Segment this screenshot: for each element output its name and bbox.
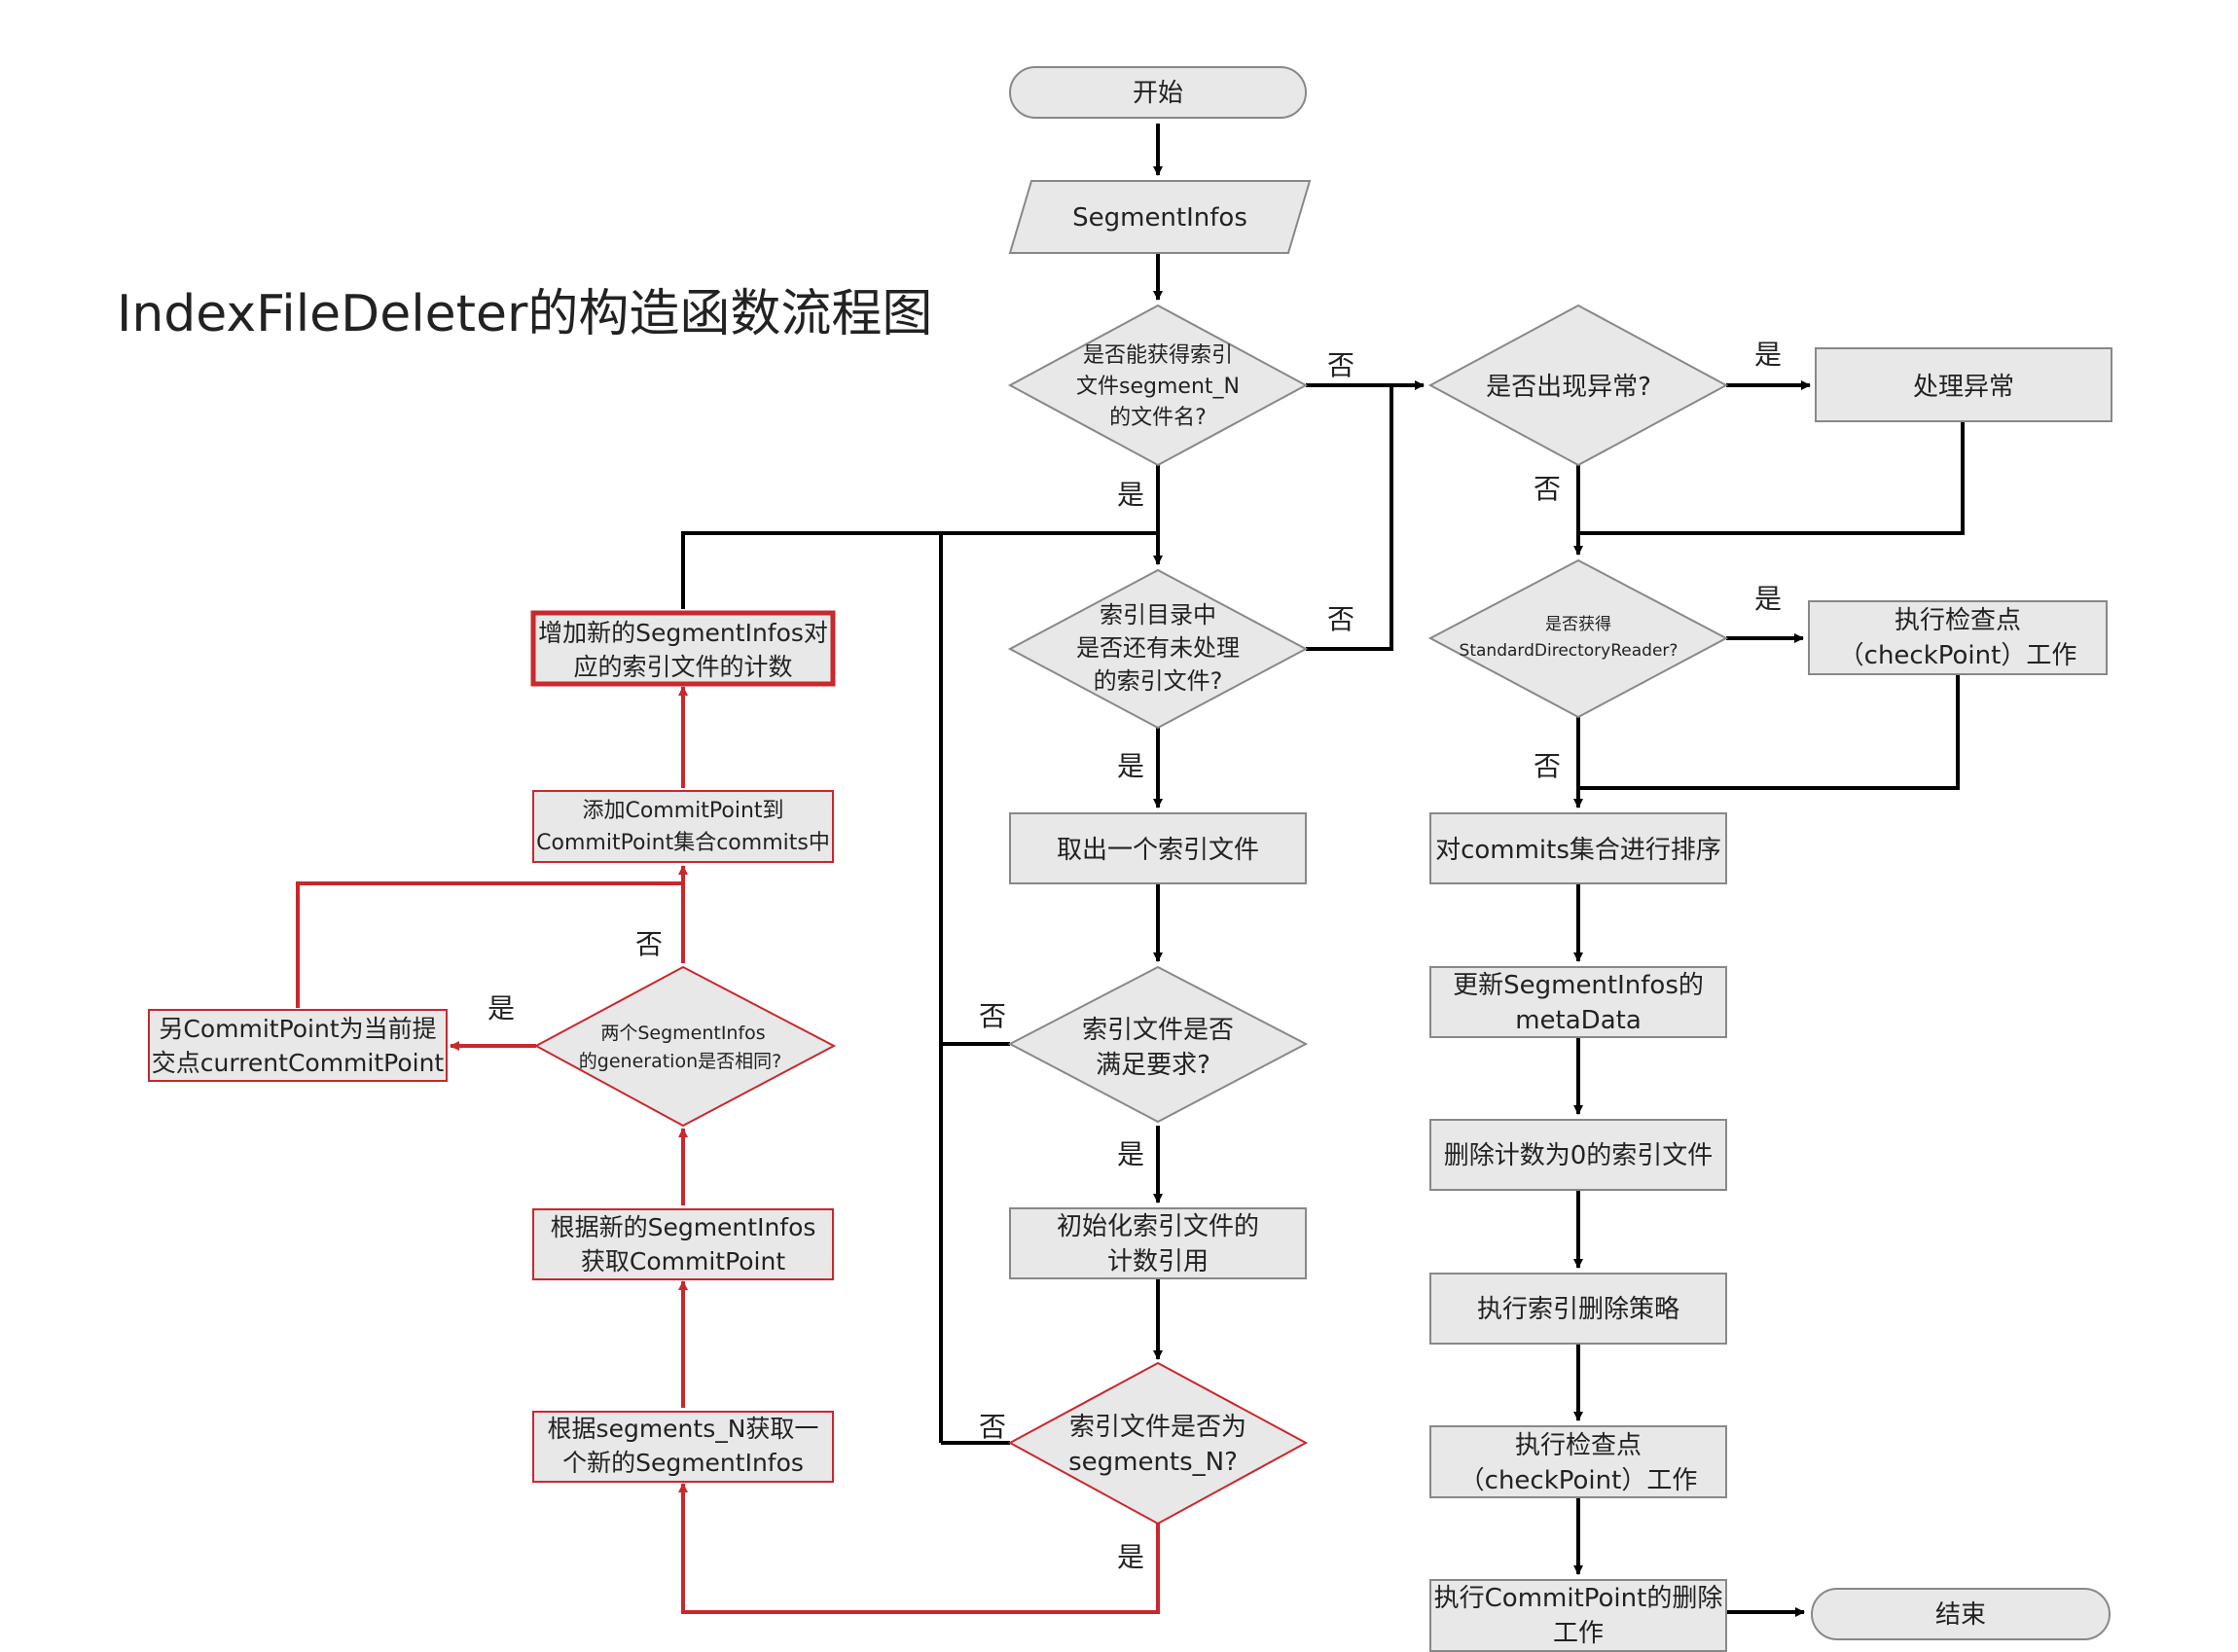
set-current-label-1: 另CommitPoint为当前提 — [159, 1015, 436, 1043]
update-metadata-label-2: metaData — [1515, 1006, 1642, 1035]
start-terminal — [1009, 66, 1307, 119]
label-more-no: 否 — [1327, 603, 1354, 635]
edge-left-loop-bus — [681, 531, 1158, 609]
edges-red — [296, 686, 1160, 1614]
is-segments-n-decision — [1007, 1361, 1309, 1526]
checkpoint-bottom-label-2: （checkPoint）工作 — [1460, 1466, 1698, 1495]
set-current-box — [148, 1009, 448, 1082]
init-ref-box — [1009, 1207, 1307, 1279]
label-exception-yes: 是 — [1754, 339, 1782, 371]
start-label: 开始 — [1133, 79, 1183, 108]
get-commitpoint-label-2: 获取CommitPoint — [581, 1247, 785, 1275]
add-commitpoint-label-1: 添加CommitPoint到 — [582, 799, 783, 823]
checkpoint-top-label-1: 执行检查点 — [1895, 606, 2021, 635]
label-meets-yes: 是 — [1117, 1138, 1144, 1170]
delete-commitpoint-label-1: 执行CommitPoint的删除 — [1434, 1584, 1723, 1613]
add-count-label-2: 应的索引文件的计数 — [573, 653, 792, 681]
file-meets-req-decision — [1007, 965, 1309, 1124]
label-same-gen-no: 否 — [635, 928, 663, 960]
checkpoint-top-label-2: （checkPoint）工作 — [1839, 641, 2077, 670]
sort-commits-label: 对commits集合进行排序 — [1435, 836, 1721, 865]
edges-black — [681, 124, 1965, 1617]
more-unprocessed-label-1: 索引目录中 — [1100, 601, 1216, 628]
sort-commits-box — [1429, 812, 1727, 884]
update-metadata-box — [1429, 966, 1727, 1038]
label-can-get-yes: 是 — [1117, 479, 1144, 511]
label-segments-n-no: 否 — [979, 1411, 1006, 1443]
segmentinfos-label: SegmentInfos — [1072, 203, 1247, 233]
label-can-get-no: 否 — [1327, 349, 1354, 381]
get-commitpoint-label-1: 根据新的SegmentInfos — [551, 1213, 816, 1241]
deletion-policy-label: 执行索引删除策略 — [1477, 1295, 1679, 1324]
segmentinfos-io — [1008, 180, 1312, 254]
label-same-gen-yes: 是 — [487, 992, 515, 1024]
handle-exception-box — [1815, 347, 2112, 422]
label-got-reader-no: 否 — [1534, 750, 1561, 782]
can-get-segment-label-2: 文件segment_N — [1076, 375, 1240, 399]
same-generation-label-1: 两个SegmentInfos — [600, 1023, 765, 1044]
more-unprocessed-label-2: 是否还有未处理 — [1076, 634, 1240, 662]
edge-handle-down — [1578, 421, 1965, 535]
label-got-reader-yes: 是 — [1754, 583, 1782, 615]
more-unprocessed-decision — [1007, 568, 1309, 730]
red-nodes — [148, 790, 1309, 1526]
set-current-label-2: 交点currentCommitPoint — [152, 1049, 445, 1077]
take-one-file-box — [1009, 812, 1307, 884]
edge-labels: 否 是 是 否 否 是 否 是 否 是 否 是 否 是 — [487, 339, 1782, 1573]
get-new-segmentinfos-label-2: 个新的SegmentInfos — [562, 1449, 804, 1477]
label-meets-no: 否 — [979, 1000, 1006, 1032]
deletion-policy-box — [1429, 1273, 1727, 1345]
got-reader-label-2: StandardDirectoryReader? — [1460, 641, 1678, 661]
can-get-segment-decision — [1007, 304, 1309, 467]
node-labels: 开始 SegmentInfos 是否能获得索引 文件segment_N 的文件名… — [152, 79, 2077, 1648]
edge-set-current-up — [296, 881, 683, 1008]
end-terminal — [1811, 1588, 2111, 1640]
same-generation-label-2: 的generation是否相同? — [579, 1051, 781, 1072]
take-one-file-label: 取出一个索引文件 — [1057, 836, 1259, 865]
got-reader-decision — [1427, 558, 1729, 719]
edge-more-no-to-exception — [1306, 385, 1393, 651]
delete-commitpoint-box — [1429, 1579, 1727, 1652]
label-more-yes: 是 — [1117, 750, 1144, 782]
same-generation-decision — [533, 965, 837, 1128]
more-unprocessed-label-3: 的索引文件? — [1094, 667, 1223, 695]
handle-exception-label: 处理异常 — [1913, 373, 2014, 402]
add-commitpoint-box — [532, 790, 834, 863]
init-ref-label-2: 计数引用 — [1107, 1247, 1209, 1276]
add-count-box — [530, 610, 836, 687]
end-label: 结束 — [1935, 1600, 1986, 1630]
label-segments-n-yes: 是 — [1117, 1541, 1144, 1573]
file-meets-req-label-2: 满足要求? — [1096, 1051, 1210, 1080]
is-segments-n-label-1: 索引文件是否为 — [1069, 1413, 1246, 1442]
diagram-title: IndexFileDeleter的构造函数流程图 — [117, 285, 932, 343]
edge-segments-n-yes-red — [678, 1483, 1160, 1614]
init-ref-label-1: 初始化索引文件的 — [1057, 1212, 1259, 1241]
file-meets-req-label-1: 索引文件是否 — [1082, 1016, 1234, 1045]
label-exception-no: 否 — [1534, 473, 1561, 505]
got-reader-label-1: 是否获得 — [1545, 615, 1611, 634]
update-metadata-label-1: 更新SegmentInfos的 — [1453, 971, 1704, 1000]
exception-label: 是否出现异常? — [1486, 373, 1651, 402]
checkpoint-top-box — [1808, 600, 2108, 675]
add-count-label-1: 增加新的SegmentInfos对 — [538, 619, 828, 647]
checkpoint-bottom-box — [1429, 1425, 1727, 1498]
edge-checkpoint-top-down — [1578, 674, 1960, 790]
is-segments-n-label-2: segments_N? — [1068, 1448, 1238, 1477]
can-get-segment-label-3: 的文件名? — [1109, 406, 1207, 430]
delete-zero-box — [1429, 1119, 1727, 1191]
get-new-segmentinfos-label-1: 根据segments_N获取一 — [548, 1415, 819, 1443]
delete-zero-label: 删除计数为0的索引文件 — [1444, 1141, 1714, 1170]
get-new-segmentinfos-box — [532, 1411, 834, 1483]
checkpoint-bottom-label-1: 执行检查点 — [1515, 1431, 1642, 1460]
add-commitpoint-label-2: CommitPoint集合commits中 — [536, 831, 830, 855]
exception-decision — [1427, 304, 1729, 467]
nodes — [1007, 66, 2112, 1652]
get-commitpoint-box — [532, 1208, 834, 1280]
delete-commitpoint-label-2: 工作 — [1553, 1619, 1604, 1648]
can-get-segment-label-1: 是否能获得索引 — [1083, 343, 1233, 368]
